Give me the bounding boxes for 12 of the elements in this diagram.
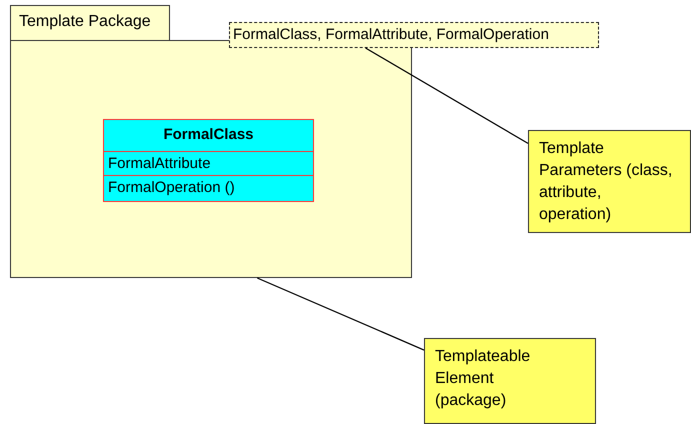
note-box [528,130,691,233]
package-tab: Template Package [10,5,170,41]
leader-line [365,47,528,144]
class-operation: FormalOperation () [107,178,236,198]
note-box [424,338,596,424]
note-text: Templateable Element (package) [435,347,532,411]
class-name: FormalClass [104,120,313,152]
note-text: Template Parameters (class, attribute, operation) [539,139,673,225]
template-parameter-box: FormalClass, FormalAttribute, FormalOperation [229,22,599,48]
class-box [103,119,314,202]
leader-line [257,277,424,351]
class-attribute: FormalAttribute [104,152,313,176]
